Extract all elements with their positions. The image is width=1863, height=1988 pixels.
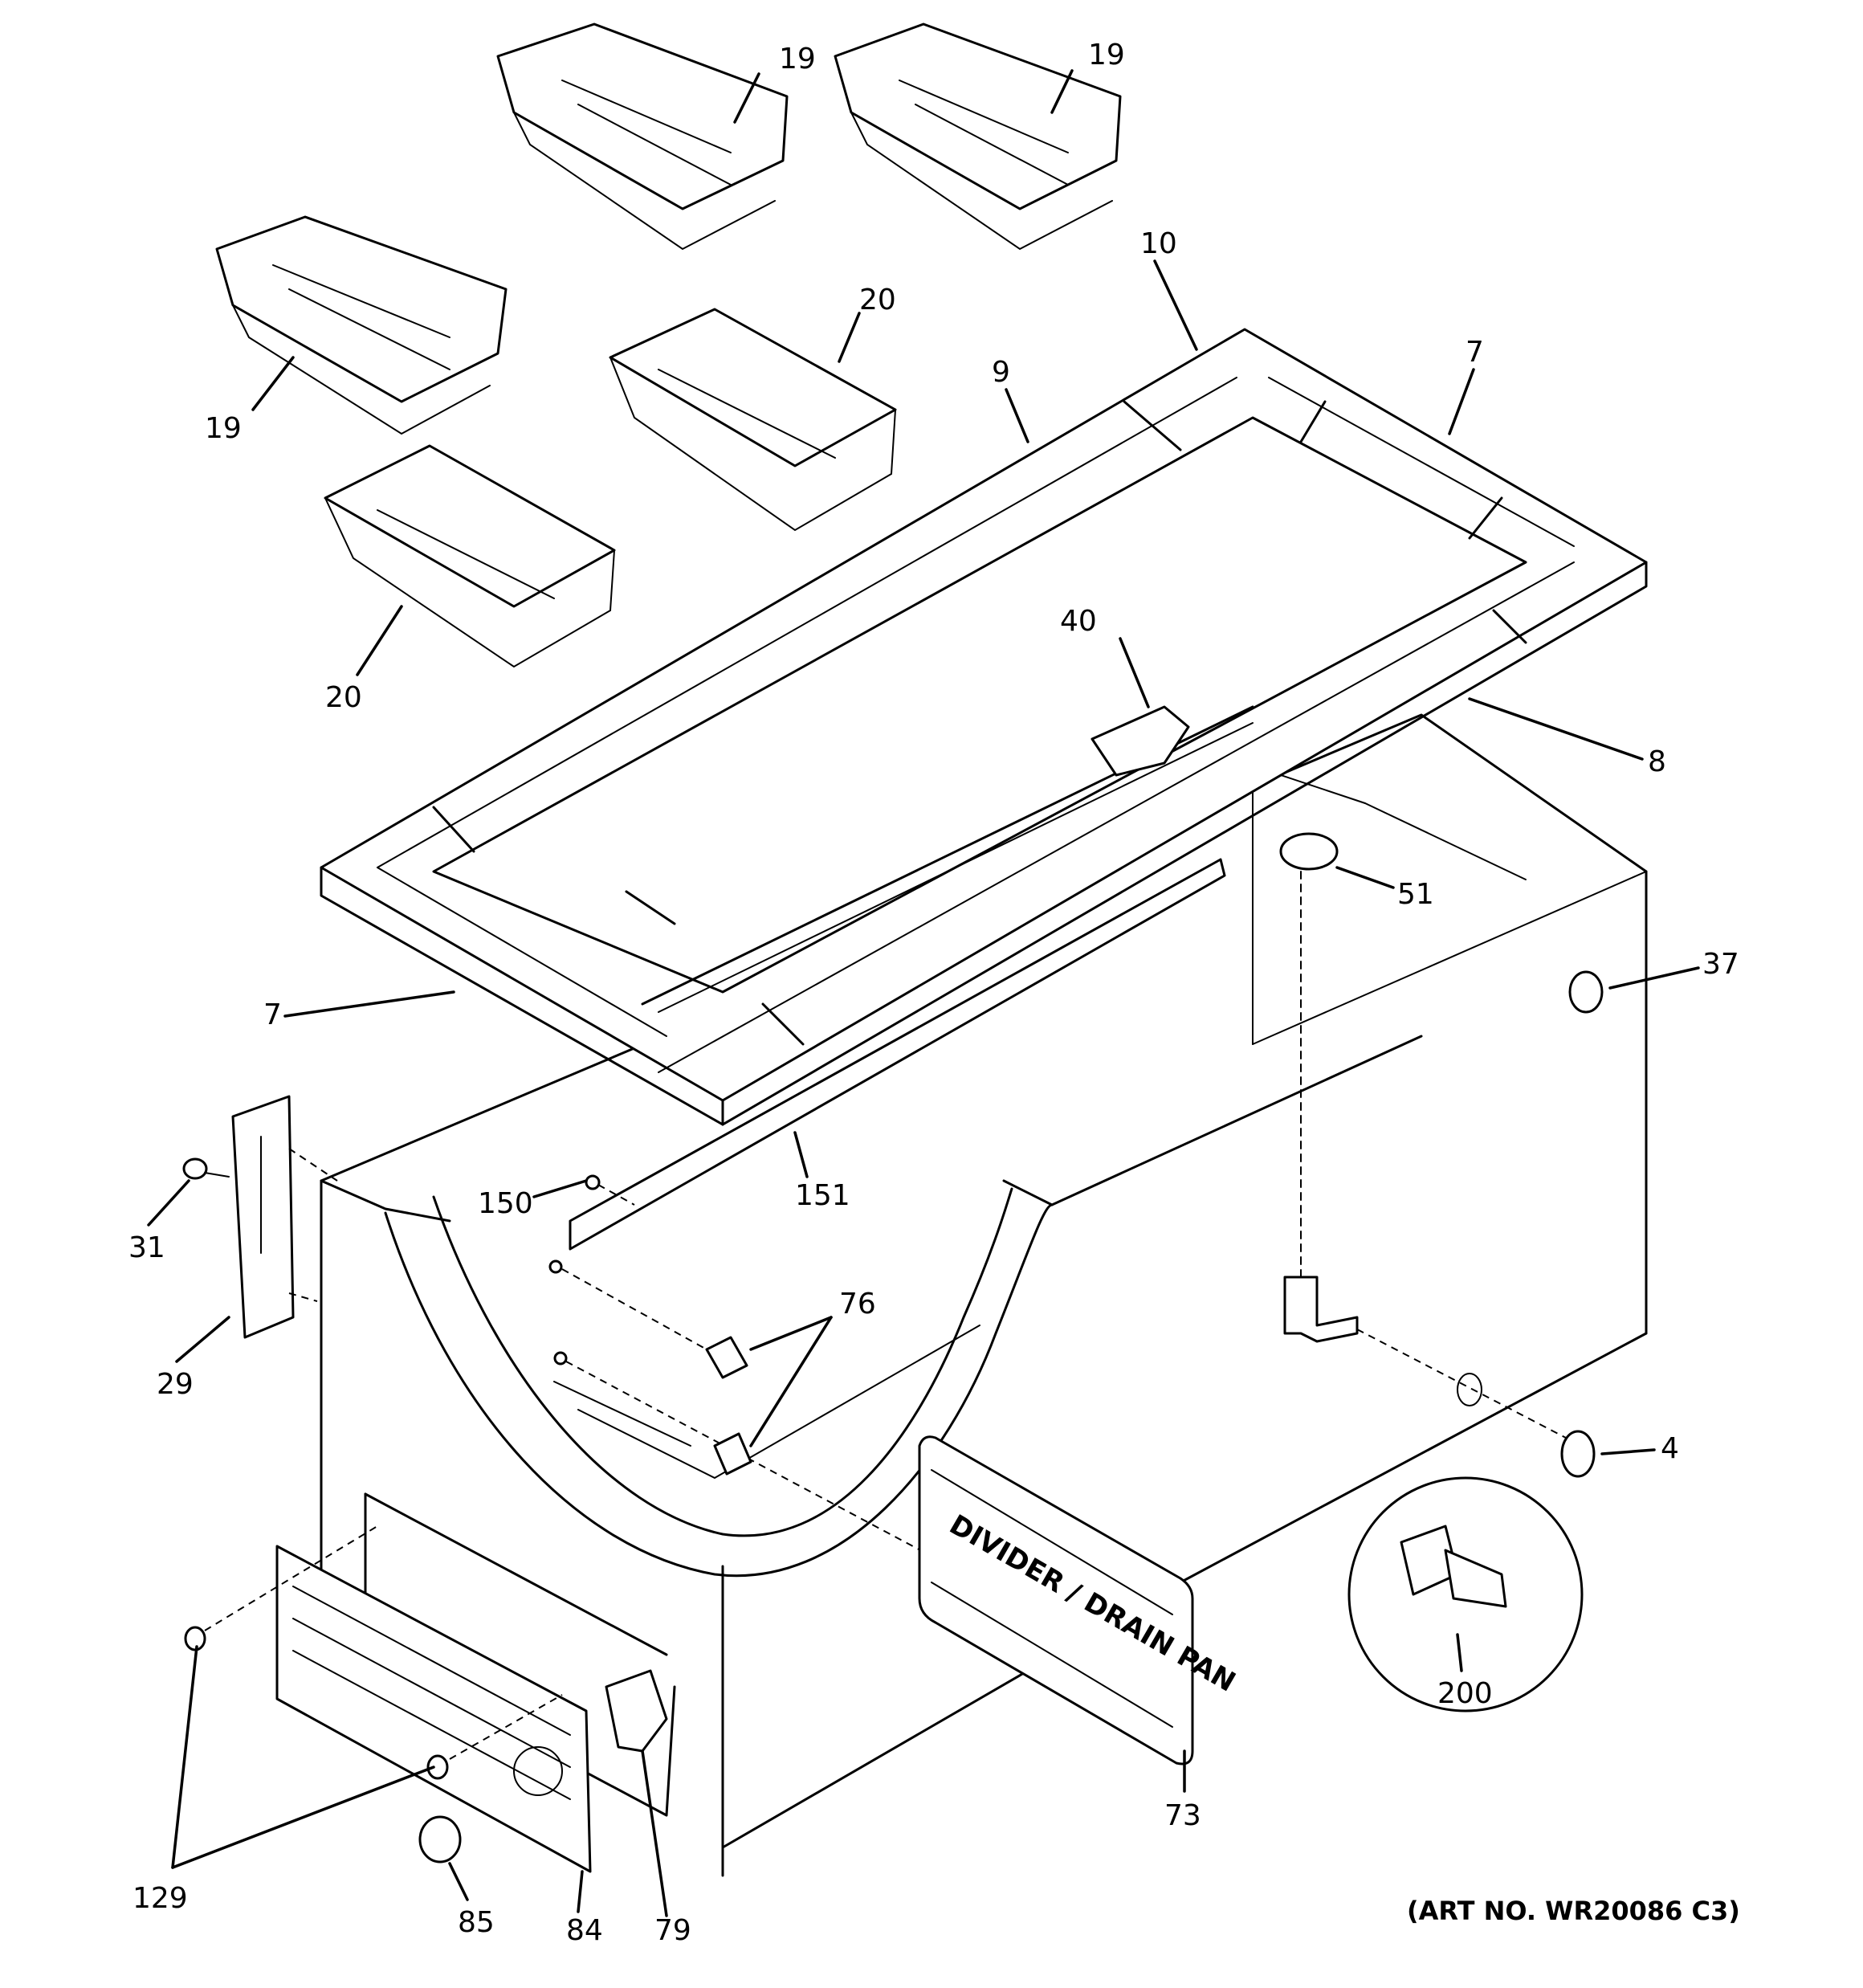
basket-20-middle [609,308,897,532]
callout-76: 76 [839,1288,876,1321]
drain-cap-4 [1457,1373,1596,1478]
callout-7: 7 [263,998,282,1031]
screws-129 [184,1525,563,1780]
switch-79 [605,1669,668,1753]
callout-40: 40 [1060,605,1097,638]
divider-drain-pan-73 [918,1435,1194,1766]
callout-84: 84 [566,1914,603,1947]
art-number: (ART NO. WR20086 C3) [1407,1896,1740,1926]
basket-20-lower [324,444,616,668]
lid-lock-40 [1090,705,1190,777]
callout-51: 51 [1397,878,1434,911]
callout-19: 19 [205,412,242,445]
callout-85: 85 [458,1906,495,1939]
drain-fitting-200-detail [1347,1476,1584,1712]
plug-37 [1568,970,1604,1014]
breaker-strip-frame [320,328,1648,1126]
drain-plug-51 [1279,832,1339,1282]
callout-8: 8 [1648,745,1666,778]
callout-129: 129 [132,1882,188,1915]
callout-73: 73 [1164,1799,1201,1832]
callout-20: 20 [859,284,896,316]
callout-31: 31 [128,1231,165,1264]
callout-151: 151 [795,1179,850,1212]
callout-labels: 19 19 19 20 20 10 9 7 7 40 8 51 37 31 29… [128,39,1739,1947]
knob-85 [418,1815,462,1863]
screw-31 [182,1157,230,1180]
hole-markers [548,1259,997,1591]
callout-150: 150 [478,1187,533,1220]
callout-10: 10 [1140,227,1177,260]
basket-19-center [496,22,789,251]
basket-19-left [215,215,508,435]
hinge-29 [231,1095,338,1339]
screw-150 [585,1174,635,1206]
clips-76 [705,1336,752,1476]
callout-19: 19 [779,43,816,76]
callout-20: 20 [325,681,362,714]
callout-7: 7 [1466,336,1484,369]
basket-19-right [834,22,1122,251]
callout-79: 79 [654,1914,691,1947]
callout-19: 19 [1088,39,1125,71]
grille-84 [275,1545,592,1873]
hinge-rail [569,858,1226,1251]
callout-4: 4 [1661,1432,1679,1465]
leader-lines [147,69,1700,1917]
callout-29: 29 [157,1368,194,1401]
callout-200: 200 [1437,1677,1493,1710]
callout-37: 37 [1702,948,1739,981]
callout-9: 9 [992,356,1010,389]
drain-tube [1283,1276,1567,1439]
